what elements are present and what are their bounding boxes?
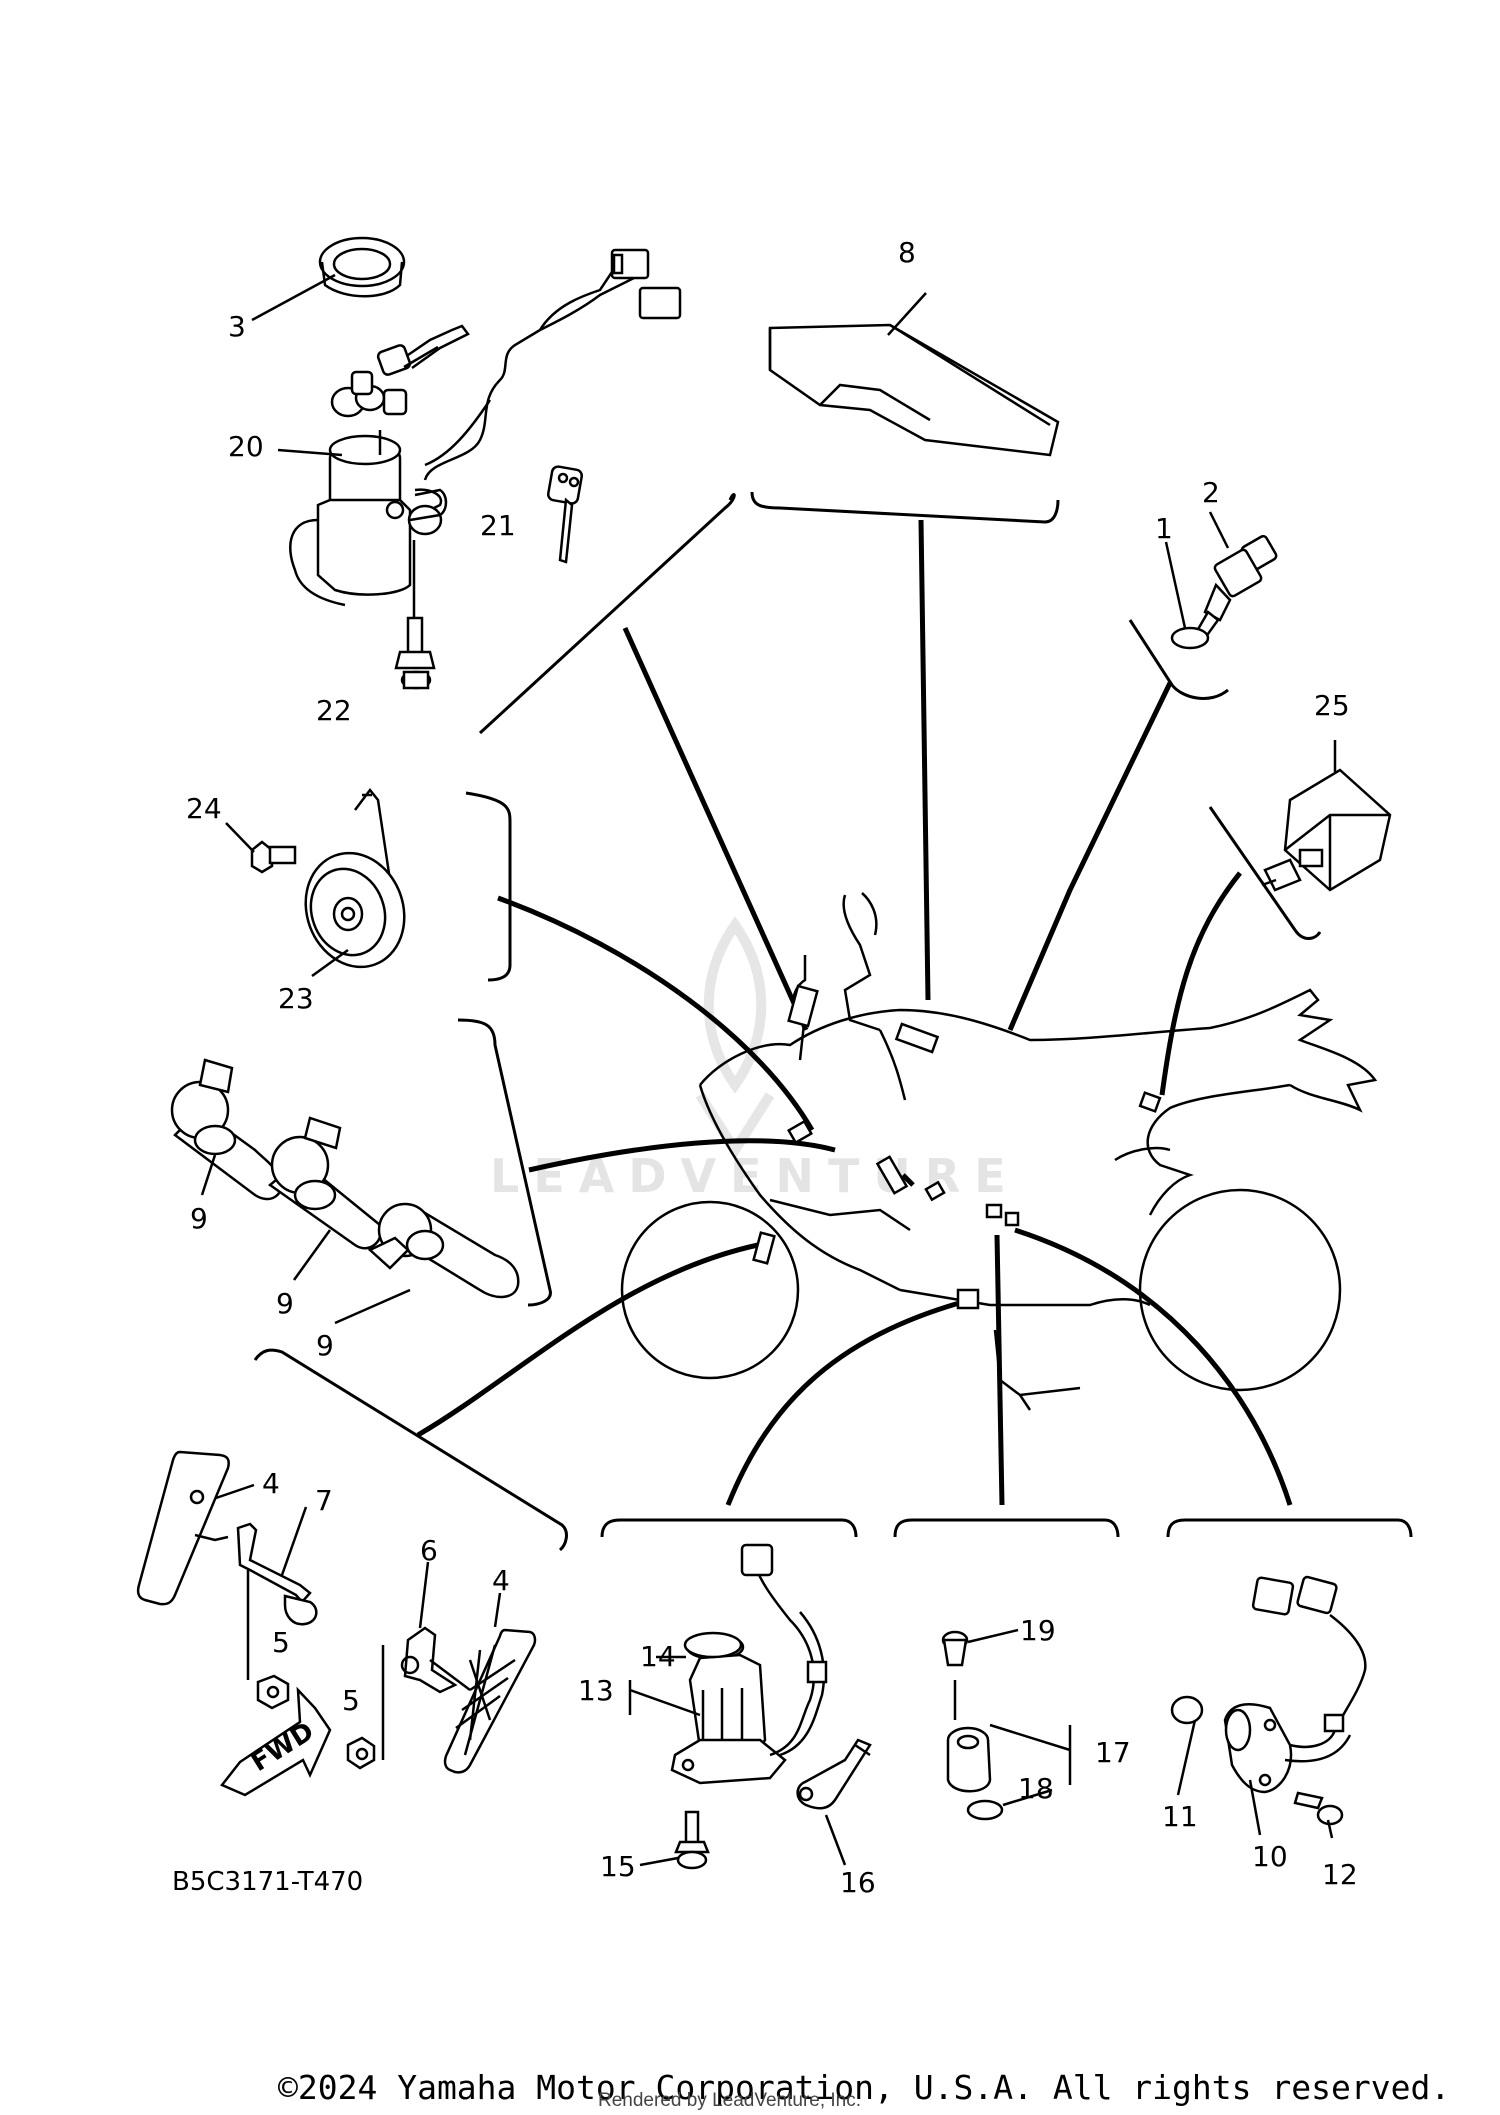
callout-8: 8 — [898, 236, 916, 269]
part-1-gasket — [1170, 626, 1210, 650]
part-2-sensor — [1191, 534, 1278, 647]
part-17-plug — [946, 1726, 992, 1793]
part-20-main-switch — [289, 248, 682, 690]
part-18-o-ring — [966, 1799, 1004, 1821]
part-21-key — [546, 465, 584, 564]
callout-14: 14 — [640, 1640, 676, 1673]
callout-23: 23 — [278, 982, 314, 1015]
callout-11: 11 — [1162, 1800, 1198, 1833]
copyright-notice: ©2024 Yamaha Motor Corporation, U.S.A. A… — [278, 2068, 1451, 2107]
callout-9c: 9 — [316, 1329, 334, 1362]
callout-21: 21 — [480, 509, 516, 542]
callout-19: 19 — [1020, 1614, 1056, 1647]
callout-16: 16 — [840, 1866, 876, 1899]
group-brackets — [253, 491, 1413, 1552]
part-24-bolt — [250, 840, 297, 874]
callout-15: 15 — [600, 1850, 636, 1883]
part-12-bolt — [1293, 1791, 1344, 1826]
callout-7: 7 — [315, 1484, 333, 1517]
callout-10: 10 — [1252, 1840, 1288, 1873]
callout-18: 18 — [1018, 1772, 1054, 1805]
leader-lines — [416, 519, 1293, 1506]
callout-2: 2 — [1202, 476, 1220, 509]
part-9-sockets — [170, 1058, 520, 1299]
callout-9b: 9 — [276, 1287, 294, 1320]
callout-17: 17 — [1095, 1736, 1131, 1769]
callout-4b: 4 — [492, 1564, 510, 1597]
callout-3: 3 — [228, 310, 246, 343]
callout-9a: 9 — [190, 1202, 208, 1235]
part-25-relay — [1261, 768, 1392, 892]
callout-12: 12 — [1322, 1858, 1358, 1891]
part-4-reflector-right — [443, 1628, 537, 1774]
part-13-switch — [670, 1543, 872, 1810]
callout-5b: 5 — [342, 1684, 360, 1717]
callout-4a: 4 — [262, 1467, 280, 1500]
part-23-horn — [304, 787, 406, 969]
callout-22: 22 — [316, 694, 352, 727]
callout-1: 1 — [1155, 512, 1173, 545]
part-5-nut-left — [256, 1674, 290, 1710]
part-11-o-ring — [1170, 1695, 1204, 1725]
part-3-key-ring — [318, 236, 406, 298]
bike-connectors — [752, 984, 1162, 1310]
part-4-reflector-left — [136, 1450, 230, 1606]
part-6-bracket — [381, 1626, 471, 1760]
part-5-nut-right — [346, 1736, 376, 1770]
callout-25: 25 — [1314, 689, 1350, 722]
part-8-ecu — [768, 323, 1060, 457]
callout-numbers: 3 20 21 22 8 2 1 25 24 23 9 9 9 4 7 6 4 … — [172, 236, 1358, 1899]
callout-6: 6 — [420, 1534, 438, 1567]
callout-5a: 5 — [272, 1626, 290, 1659]
part-14-o-ring — [683, 1631, 743, 1659]
part-15-bolt — [674, 1810, 710, 1870]
part-19-bolt — [941, 1630, 969, 1720]
part-code: B5C3171-T470 — [172, 1867, 363, 1897]
rendered-by-credit: Rendered by LeadVenture, Inc. — [598, 2090, 862, 2111]
part-10-sensor — [1223, 1575, 1367, 1794]
callout-leaders — [200, 273, 1337, 1867]
callout-24: 24 — [186, 792, 222, 825]
callout-20: 20 — [228, 430, 264, 463]
part-7-bracket — [194, 1522, 318, 1680]
callout-13: 13 — [578, 1674, 614, 1707]
